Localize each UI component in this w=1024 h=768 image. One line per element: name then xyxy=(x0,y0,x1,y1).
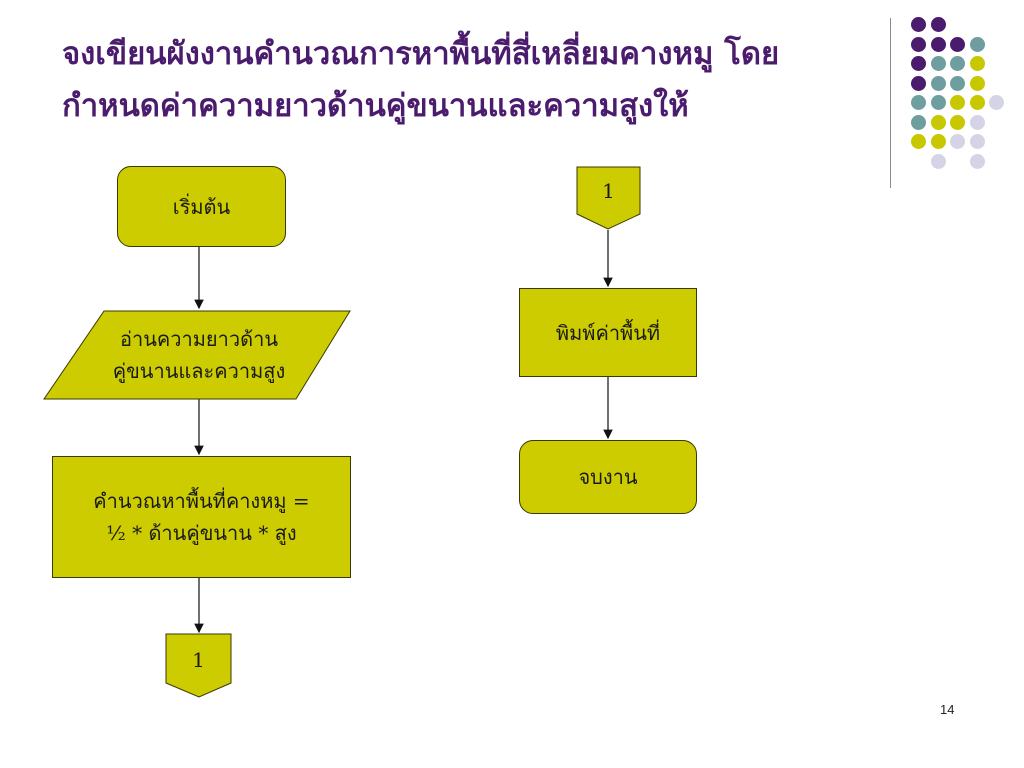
decorative-dot xyxy=(950,134,965,149)
title-line-2: กำหนดค่าความยาวด้านคู่ขนานและความสูงให้ xyxy=(62,88,689,124)
input-parallelogram xyxy=(43,310,351,400)
decorative-dot xyxy=(911,75,926,91)
title-line-1: จงเขียนผังงานคำนวณการหาพื้นที่สี่เหลี่ยม… xyxy=(62,36,780,72)
decorative-dot xyxy=(969,36,985,52)
decorative-dot xyxy=(930,17,946,32)
process-box: คำนวณหาพื้นที่คางหมู = ½ * ด้านคู่ขนาน *… xyxy=(52,456,351,578)
end-label: จบงาน xyxy=(578,465,638,489)
decorative-dot xyxy=(950,75,965,91)
decorative-dot xyxy=(950,56,965,71)
divider-line xyxy=(890,18,891,188)
decorative-dot xyxy=(930,95,946,110)
decorative-dot xyxy=(911,36,926,52)
decorative-dot xyxy=(969,75,985,91)
decorative-dot xyxy=(989,95,1004,110)
decorative-dot xyxy=(911,56,926,71)
decorative-dot xyxy=(950,95,965,110)
process-label-line-2: ½ * ด้านคู่ขนาน * สูง xyxy=(106,521,297,545)
decorative-dot xyxy=(930,36,946,52)
decorative-dot xyxy=(930,153,946,169)
slide-title: จงเขียนผังงานคำนวณการหาพื้นที่สี่เหลี่ยม… xyxy=(62,28,902,132)
process-label-line-1: คำนวณหาพื้นที่คางหมู = xyxy=(93,489,310,513)
decorative-dot xyxy=(911,114,926,130)
decorative-dot xyxy=(930,114,946,130)
page-number: 14 xyxy=(940,702,955,717)
decorative-dot xyxy=(911,134,926,149)
offpage-connector-in xyxy=(576,166,641,230)
decorative-dot xyxy=(950,114,965,130)
offpage-connector-out xyxy=(165,633,232,698)
start-terminal: เริ่มต้น xyxy=(117,166,286,247)
end-terminal: จบงาน xyxy=(519,440,697,514)
decorative-dot xyxy=(930,75,946,91)
input-label-line-1: อ่านความยาวด้าน xyxy=(119,327,278,351)
decorative-dot xyxy=(911,17,926,32)
connector-in-label: 1 xyxy=(602,179,615,203)
decorative-dot xyxy=(969,153,985,169)
decorative-dot xyxy=(930,134,946,149)
input-label: อ่านความยาวด้าน คู่ขนานและความสูง xyxy=(70,311,328,399)
decorative-dot xyxy=(911,95,926,110)
connector-out-label: 1 xyxy=(192,648,205,672)
output-box: พิมพ์ค่าพื้นที่ xyxy=(519,288,697,377)
input-label-line-2: คู่ขนานและความสูง xyxy=(112,359,286,383)
decorative-dot xyxy=(930,56,946,71)
decorative-dot xyxy=(969,95,985,110)
decorative-dot xyxy=(969,114,985,130)
start-label: เริ่มต้น xyxy=(172,194,231,219)
decorative-dot xyxy=(950,36,965,52)
output-label: พิมพ์ค่าพื้นที่ xyxy=(555,320,661,345)
decorative-dot xyxy=(969,56,985,71)
decorative-dot xyxy=(969,134,985,149)
